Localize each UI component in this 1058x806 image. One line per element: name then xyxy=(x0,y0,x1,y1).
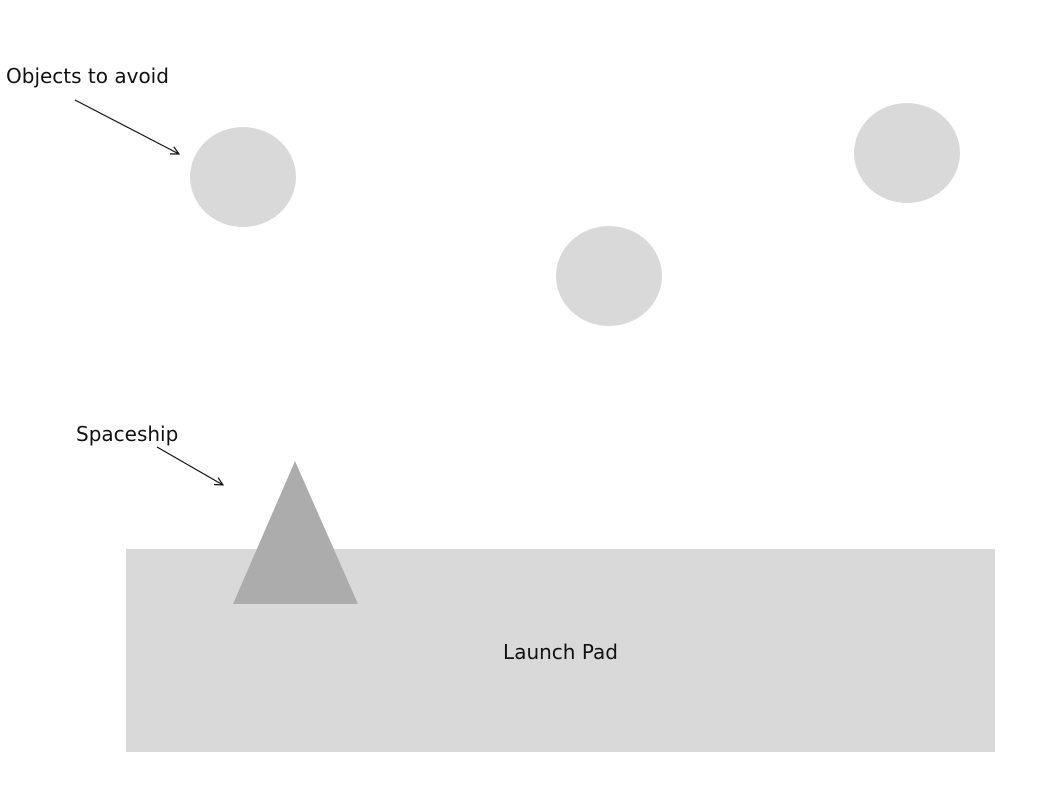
objects-to-avoid-label: Objects to avoid xyxy=(6,64,169,88)
obstacle-1 xyxy=(190,127,296,227)
launch-pad-label: Launch Pad xyxy=(503,640,618,664)
obstacle-2 xyxy=(556,226,662,326)
obstacle-3 xyxy=(854,103,960,203)
spaceship-label: Spaceship xyxy=(76,422,179,446)
objects-arrow xyxy=(74,99,179,154)
spaceship-arrow xyxy=(156,446,223,485)
spaceship xyxy=(233,461,358,604)
